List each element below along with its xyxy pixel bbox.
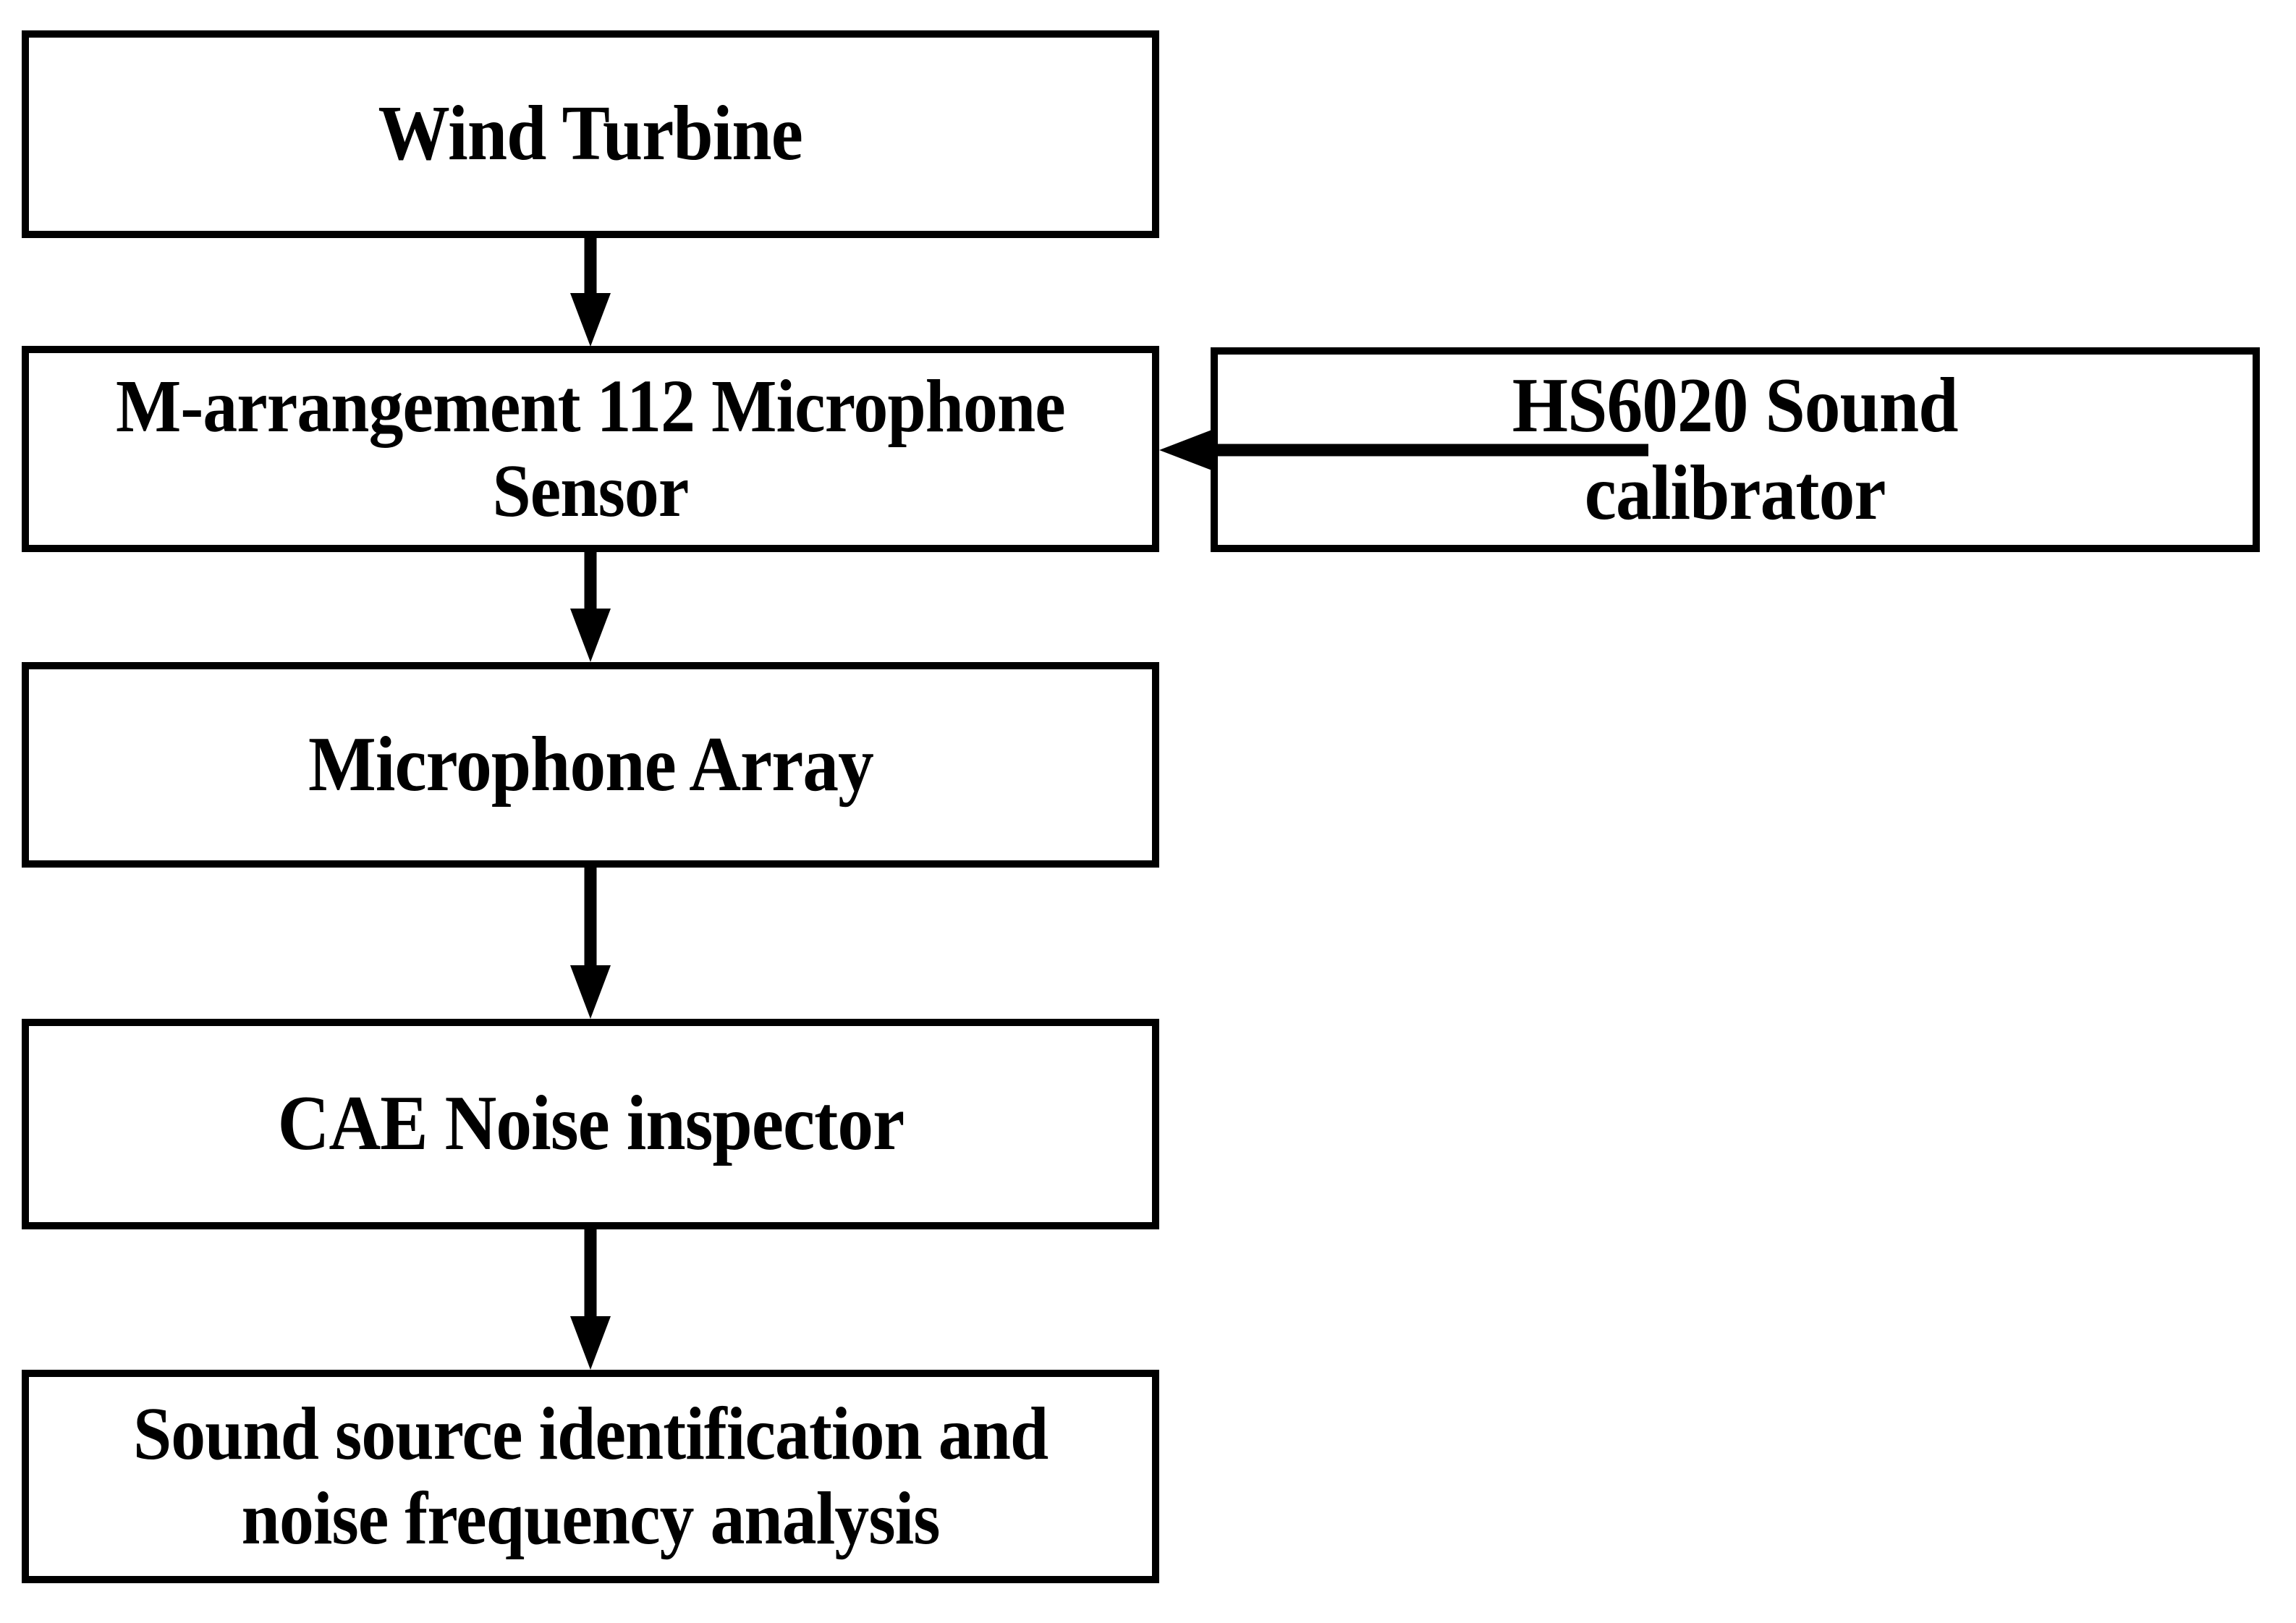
arrow-head-down-icon: [570, 609, 611, 662]
node-hs6020-sound-calibrator-label: HS6020 Sound calibrator: [1512, 362, 1959, 536]
arrow-stem: [1214, 444, 1648, 457]
node-m-arrangement-microphone-sensor-label: M-arrangement 112 Microphone Sensor: [116, 365, 1066, 533]
arrow-stem: [584, 552, 597, 610]
arrow-head-left-icon: [1159, 428, 1216, 472]
node-cae-noise-inspector-label: CAE Noise inspector: [277, 1080, 905, 1167]
arrow-stem: [584, 868, 597, 967]
node-m-arrangement-microphone-sensor[interactable]: M-arrangement 112 Microphone Sensor: [22, 346, 1159, 552]
node-microphone-array[interactable]: Microphone Array: [22, 662, 1159, 868]
arrow-head-down-icon: [570, 1316, 611, 1370]
arrow-head-down-icon: [570, 293, 611, 347]
arrow-head-down-icon: [570, 965, 611, 1019]
node-sound-source-identification-and-noise-frequency-analysis-label: Sound source identification and noise fr…: [132, 1392, 1049, 1560]
arrow-stem: [584, 238, 597, 296]
node-wind-turbine-label: Wind Turbine: [378, 90, 803, 177]
arrow-stem: [584, 1229, 597, 1321]
node-wind-turbine[interactable]: Wind Turbine: [22, 30, 1159, 238]
node-microphone-array-label: Microphone Array: [308, 721, 874, 808]
node-sound-source-identification-and-noise-frequency-analysis[interactable]: Sound source identification and noise fr…: [22, 1370, 1159, 1583]
node-cae-noise-inspector[interactable]: CAE Noise inspector: [22, 1019, 1159, 1229]
